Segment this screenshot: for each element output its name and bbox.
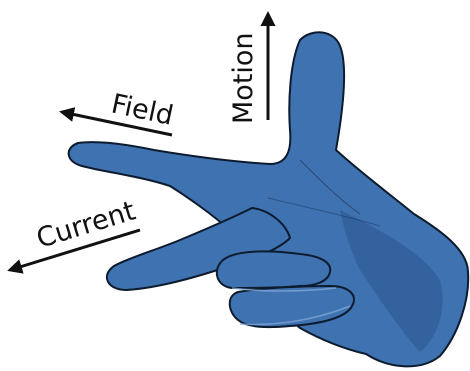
- ring-finger: [217, 251, 330, 288]
- motion-label: Motion: [228, 32, 259, 124]
